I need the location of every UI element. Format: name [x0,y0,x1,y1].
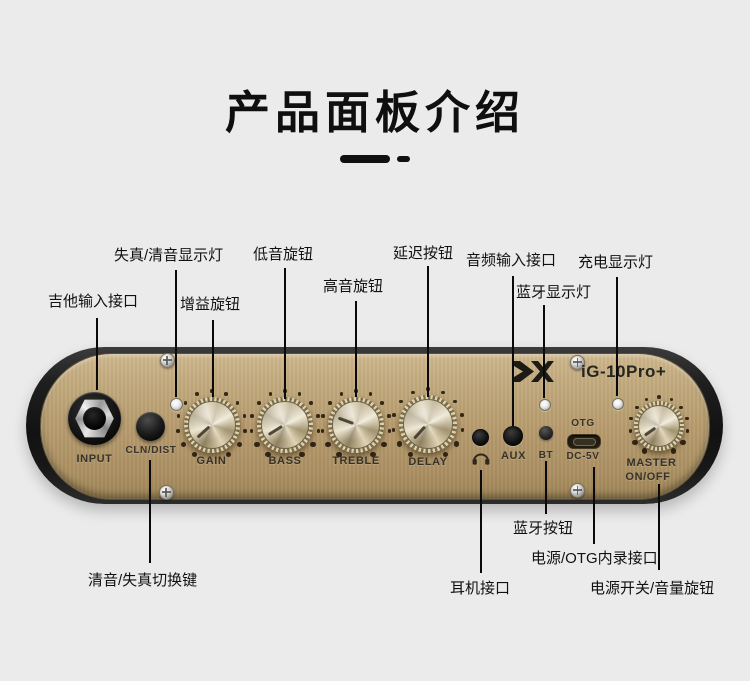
aux-label: AUX [500,450,527,462]
screw-icon [159,352,175,368]
screw-icon [158,484,174,500]
annotation-line-power-otg [593,467,595,544]
cln-dist-label: CLN/DIST [125,445,177,456]
bt-label: BT [538,450,554,461]
otg-label: OTG [571,418,595,429]
model-name: iG-10Pro+ [581,362,667,381]
aux-input-jack [503,426,523,446]
annotation-label-guitar-input: 吉他输入接口 [48,293,139,310]
annotation-line-bt-led [542,305,545,398]
annotation-line-gain [212,320,214,397]
annotation-label-treble: 高音旋钮 [323,278,384,295]
jack-hole [83,407,106,430]
headphone-icon [472,453,490,465]
annotation-label-charge-led: 充电显示灯 [578,254,654,271]
dx-brand-logo [514,361,554,382]
knob-tick-dots [318,387,394,463]
annotation-label-bt-button: 蓝牙按钮 [513,520,574,537]
treble-knob [320,389,392,458]
delay-knob [391,387,465,458]
knob-tick-dots [626,393,692,459]
knob-tick-dots [174,387,250,463]
annotation-label-gain: 增益旋钮 [180,296,241,313]
headphone-jack [472,429,489,446]
annotation-label-power-otg: 电源/OTG内录接口 [531,550,658,567]
dc-5v-label: DC-5V [566,451,600,462]
annotation-line-bass [283,268,286,399]
clean-distortion-switch [136,412,165,441]
annotation-label-power-volume: 电源开关/音量旋钮 [590,580,715,597]
dist-clean-led-icon [170,398,183,411]
annotation-line-guitar-input [95,318,98,390]
annotation-label-audio-input: 音频输入接口 [466,252,557,269]
bluetooth-led-icon [539,398,551,411]
input-label: INPUT [76,453,113,465]
annotation-line-charge-led [615,277,618,396]
annotation-label-headphone: 耳机接口 [450,580,511,597]
guitar-input-jack [68,392,121,445]
title-divider-short [397,156,410,162]
gain-knob [176,389,247,458]
annotation-label-dist-clean-led: 失真/清音显示灯 [114,247,224,264]
on-off-label: ON/OFF [625,470,671,483]
annotation-label-bass: 低音旋钮 [253,246,314,263]
annotation-line-clean-dist-switch [148,460,151,563]
screw-icon [570,482,585,498]
gain-label: GAIN [196,455,227,467]
annotation-label-delay: 延迟按钮 [393,245,454,262]
annotation-line-delay [426,266,429,397]
annotation-line-power-volume [658,484,660,570]
annotation-line-treble [354,301,357,397]
annotation-line-audio-input [511,276,514,426]
bass-label: BASS [268,455,302,467]
knob-tick-dots [247,387,323,463]
title-divider-long [340,155,390,163]
annotation-line-headphone [479,470,482,573]
master-label: MASTER [626,457,677,469]
master-volume-knob [628,395,690,454]
charge-led-icon [611,398,624,410]
treble-label: TREBLE [332,455,380,467]
delay-label: DELAY [408,456,448,468]
annotation-label-bt-led: 蓝牙显示灯 [516,284,592,301]
usb-c-port [567,434,601,449]
page-title: 产品面板介绍 [224,87,525,138]
bass-knob [249,389,321,458]
annotation-line-dist-clean-led [174,270,177,397]
annotation-line-bt-button [544,461,547,514]
screw-icon [570,354,585,370]
bluetooth-button [539,426,553,440]
annotation-label-clean-dist-switch: 清音/失真切换键 [88,572,198,589]
